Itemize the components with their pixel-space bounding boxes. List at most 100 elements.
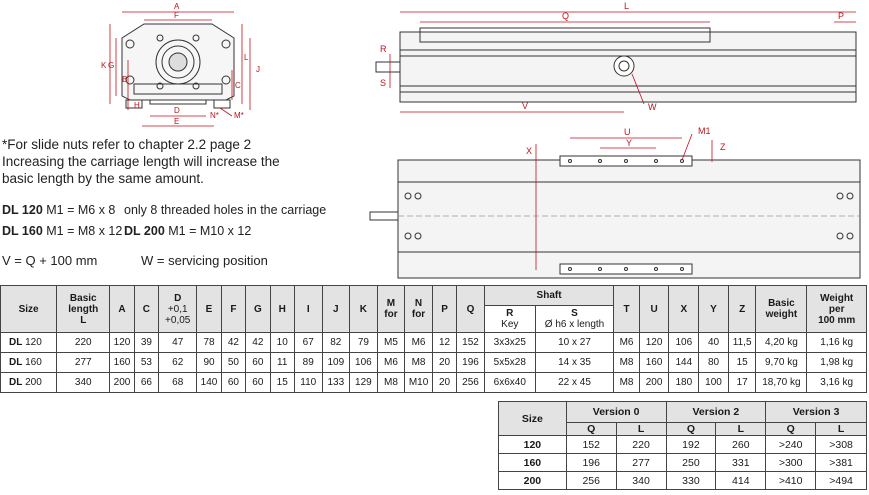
cell-t: M8 [613,372,640,393]
version-cell-q0: 256 [565,471,617,490]
th-n-2: for [411,309,426,320]
th-d: D+0,1+0,05 [158,285,198,333]
dim-g-label: G [108,61,114,70]
spec-dl160-value: M1 = M8 x 12 [46,224,123,238]
cell-l: 340 [56,372,111,393]
note-slide-nuts: *For slide nuts refer to chapter 2.2 pag… [2,137,252,152]
dim-total-l-label: L [624,1,629,11]
cell-bw: 9,70 kg [755,352,808,373]
cell-k: 129 [349,372,378,393]
th-wpm-2: per [828,303,845,315]
th-d-2: +0,1 [167,303,188,315]
cell-a: 200 [109,372,135,393]
cell-dl-prefix: DL [9,357,23,368]
version-cell-l3: >381 [815,453,867,472]
cell-k: 106 [349,352,378,373]
cell-size: DL 160 [0,352,58,373]
cell-f: 42 [220,332,247,353]
spec-dl120: DL 120 M1 = M6 x 8 [2,203,115,217]
th-h: H [269,285,295,333]
cell-d: 47 [158,332,198,353]
dim-u-label: U [624,127,631,137]
notes-block: *For slide nuts refer to chapter 2.2 pag… [2,136,342,187]
spec-dl160-name: DL 160 [2,224,43,238]
cell-u: 160 [638,352,670,373]
vt-q0: Q [565,422,617,436]
th-p: P [431,285,458,333]
cell-a: 120 [109,332,135,353]
cell-h: 15 [269,372,295,393]
cell-g: 42 [245,332,271,353]
cell-g: 60 [245,372,271,393]
cell-n: M10 [404,372,433,393]
dim-k-label: K [101,61,107,70]
th-basic-weight-1: Basic [768,298,795,309]
vt-q3: Q [765,422,817,436]
version-cell-size: 200 [498,471,567,490]
version-cell-q3: >410 [765,471,817,490]
dim-w-label: W [648,102,657,112]
th-basic-length-1: Basic [69,292,97,304]
th-u: U [638,285,670,333]
cell-r: 6x6x40 [483,372,536,393]
dim-q-label: Q [562,11,569,21]
th-t: T [613,285,640,333]
version-cell-q2: 250 [665,453,717,472]
cell-wpm: 1,98 kg [806,352,867,373]
cell-y: 40 [698,332,729,353]
note-carriage-2: basic length by the same amount. [2,171,204,186]
cell-q: 256 [456,372,485,393]
cell-size-value: 160 [25,357,42,368]
cell-l: 220 [56,332,111,353]
dim-s-label: S [380,78,386,88]
end-view-drawing: A F K G B H J L C D E N* M* [101,2,260,127]
version-cell-l0: 340 [615,471,667,490]
cell-i: 67 [293,332,323,353]
th-y: Y [698,285,729,333]
formula-v: V = Q + 100 mm [2,253,98,268]
cell-t: M6 [613,332,640,353]
th-x: X [668,285,700,333]
th-z: Z [727,285,757,333]
cell-u: 200 [638,372,670,393]
cell-i: 110 [293,372,323,393]
dim-d-label: D [174,106,180,115]
cell-t: M8 [613,352,640,373]
th-size: Size [0,285,58,333]
cell-q: 196 [456,352,485,373]
version-cell-l2: 414 [715,471,767,490]
cell-d: 68 [158,372,198,393]
cell-a: 160 [109,352,135,373]
cell-g: 60 [245,352,271,373]
th-m-2: for [384,309,398,320]
cell-s: 10 x 27 [534,332,615,353]
th-wpm-1: Weight [820,292,854,304]
vt-version-0: Version 0 [565,401,667,423]
spec-dl120-name: DL 120 [2,203,43,217]
dim-h-label: H [134,101,140,110]
cell-e: 78 [196,332,222,353]
servicing-note: W = servicing position [141,253,268,268]
cell-q: 152 [456,332,485,353]
spec-dl120-note: only 8 threaded holes in the carriage [124,203,327,217]
spec-dl200-value: M1 = M10 x 12 [168,224,252,238]
cell-k: 79 [349,332,378,353]
vt-q2: Q [665,422,717,436]
cell-z: 17 [727,372,757,393]
cell-p: 20 [431,352,458,373]
vt-version-3: Version 3 [765,401,867,423]
cell-size-value: 200 [25,377,42,388]
version-cell-l0: 220 [615,435,667,454]
spec-dl200: DL 200 M1 = M10 x 12 [124,224,251,238]
th-basic-weight-2: weight [765,309,798,320]
